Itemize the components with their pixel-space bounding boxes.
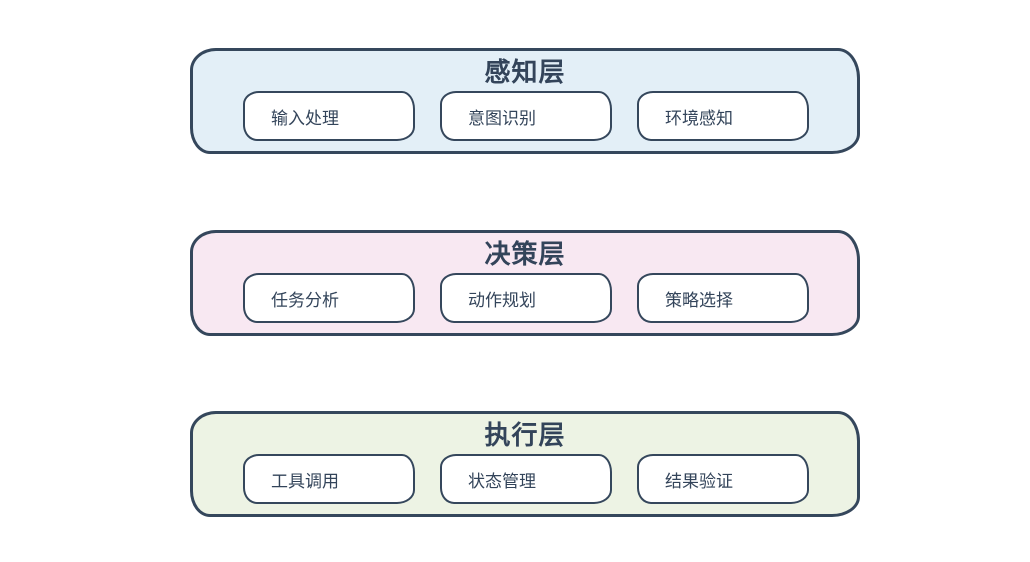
layer-decision: 决策层 任务分析 动作规划 策略选择 bbox=[190, 230, 860, 336]
node-tool-invocation: 工具调用 bbox=[243, 454, 415, 504]
node-task-analysis: 任务分析 bbox=[243, 273, 415, 323]
layer-title: 执行层 bbox=[484, 421, 566, 451]
node-action-planning: 动作规划 bbox=[440, 273, 612, 323]
layer-title: 决策层 bbox=[484, 240, 566, 270]
node-environment-perception: 环境感知 bbox=[637, 91, 809, 141]
node-result-verification: 结果验证 bbox=[637, 454, 809, 504]
layer-perception: 感知层 输入处理 意图识别 环境感知 bbox=[190, 48, 860, 154]
layer-title: 感知层 bbox=[484, 58, 566, 88]
node-input-processing: 输入处理 bbox=[243, 91, 415, 141]
node-intent-recognition: 意图识别 bbox=[440, 91, 612, 141]
layer-execution: 执行层 工具调用 状态管理 结果验证 bbox=[190, 411, 860, 517]
node-state-management: 状态管理 bbox=[440, 454, 612, 504]
node-strategy-selection: 策略选择 bbox=[637, 273, 809, 323]
